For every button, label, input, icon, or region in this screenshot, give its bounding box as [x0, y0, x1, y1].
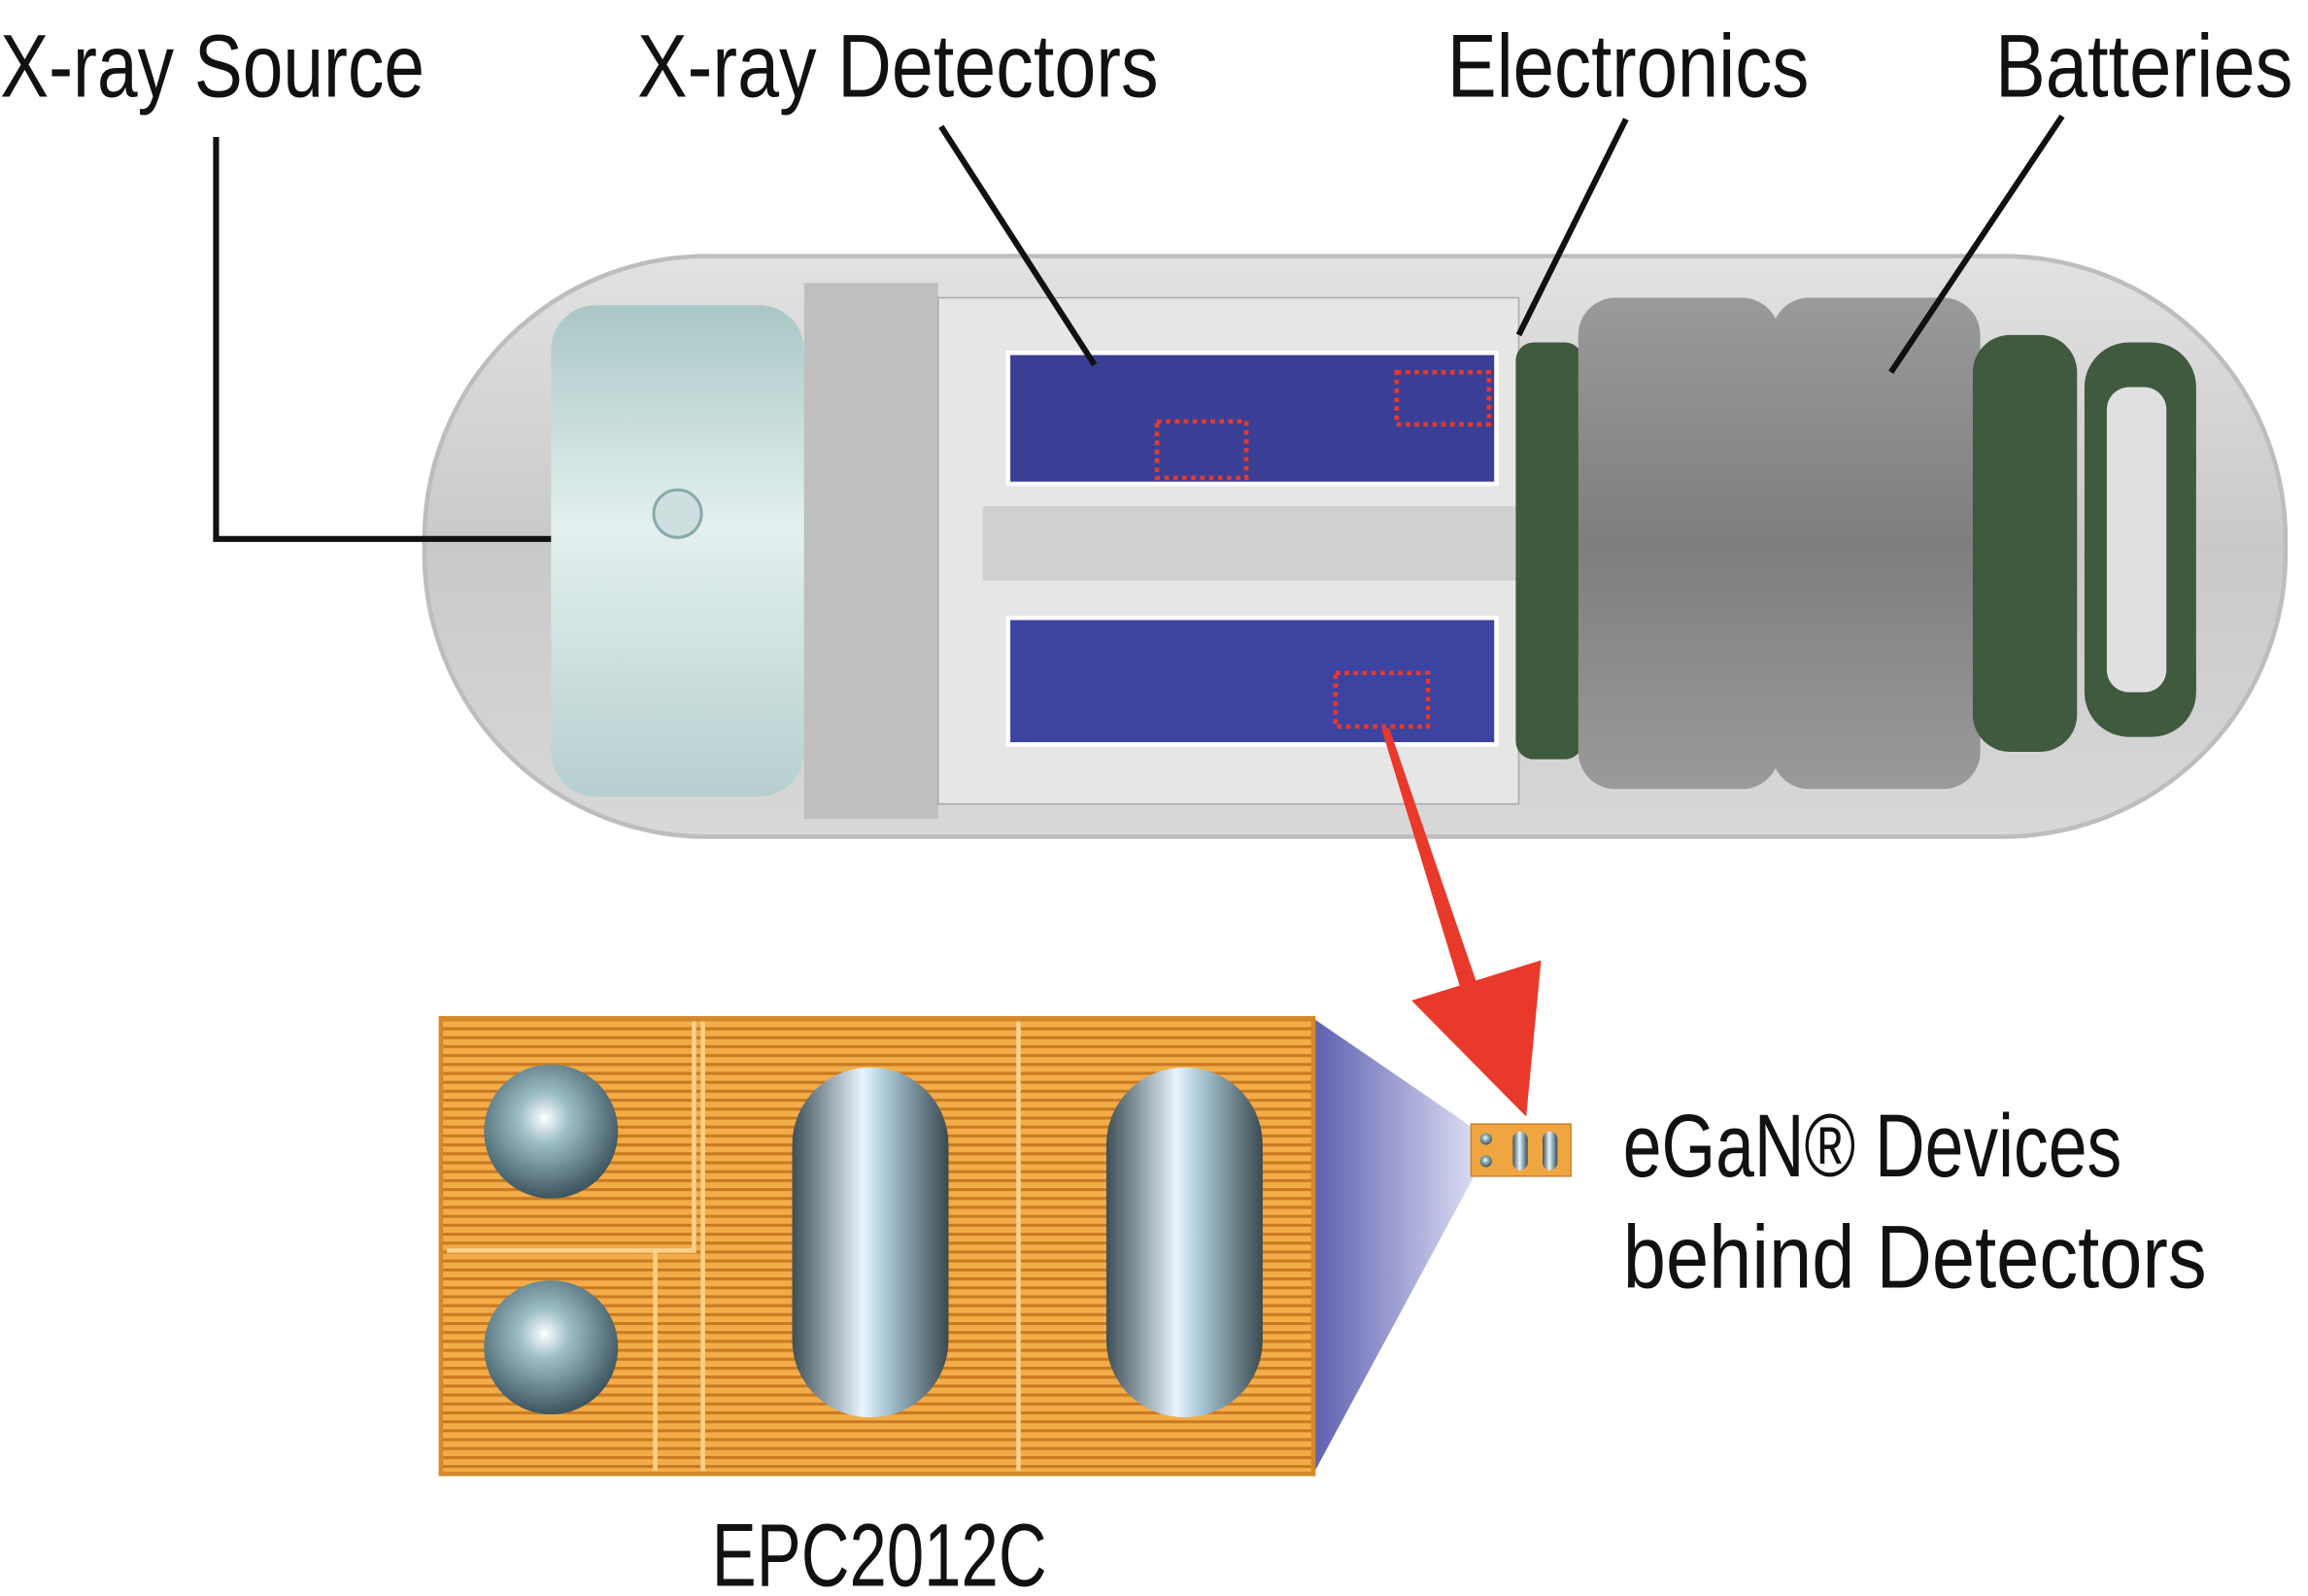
zoom-cone — [1312, 1018, 1475, 1475]
battery — [1772, 297, 1981, 790]
electronics-board — [1515, 342, 1583, 760]
solder-bar — [1105, 1067, 1263, 1418]
label-egan-devices: eGaN® Devices — [1623, 1097, 2121, 1196]
red-arrow-icon — [1381, 728, 1542, 1117]
capsule — [422, 254, 2289, 839]
label-chip-name: EPC2012C — [712, 1506, 1047, 1596]
label-behind-detectors: behind Detectors — [1623, 1208, 2207, 1307]
label-electronics: Electronics — [1447, 17, 1809, 117]
chip-actual-size — [1470, 1123, 1572, 1177]
battery — [1578, 297, 1780, 790]
detector-bottom — [1005, 615, 1499, 747]
leader-lines — [213, 114, 2065, 542]
egan-location-marker — [1394, 369, 1492, 427]
egan-location-marker — [1154, 419, 1249, 481]
egan-location-marker — [1333, 670, 1431, 730]
solder-ball — [484, 1064, 619, 1199]
solder-bar — [792, 1067, 949, 1418]
label-batteries: Batteries — [1995, 17, 2293, 117]
chip-enlarged — [438, 1016, 1316, 1477]
label-xray-source: X-ray Source — [0, 17, 424, 117]
label-xray-detectors: X-ray Detectors — [637, 17, 1158, 117]
solder-ball — [484, 1280, 619, 1415]
detector-top — [1005, 350, 1499, 487]
